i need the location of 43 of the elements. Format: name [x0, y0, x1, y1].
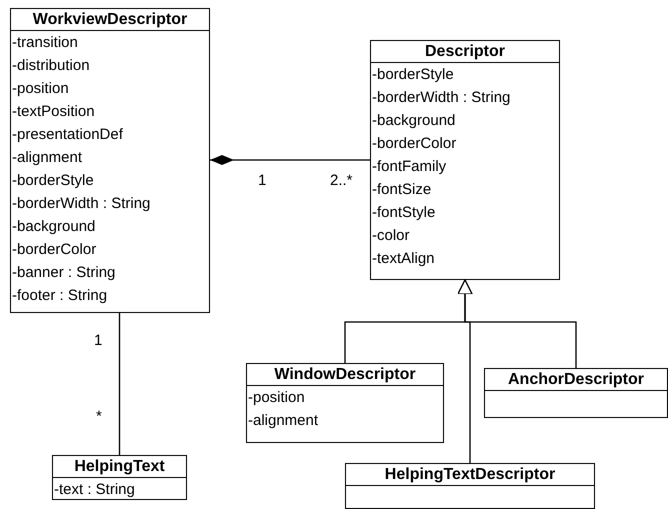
- multiplicity-label: *: [96, 408, 102, 425]
- multiplicity-label: 2..*: [330, 172, 353, 189]
- attribute-text: -borderWidth : String: [12, 195, 150, 212]
- multiplicity-label: 1: [258, 172, 266, 189]
- attribute-text: -borderWidth : String: [372, 89, 510, 106]
- class-name: Descriptor: [424, 43, 506, 60]
- composition-line: [210, 155, 370, 165]
- association-line: [118, 313, 120, 455]
- class-box: [345, 463, 595, 509]
- class-box: [484, 368, 668, 418]
- attribute-text: -distribution: [12, 57, 90, 74]
- class-name: WorkviewDescriptor: [32, 11, 188, 28]
- attribute-text: -position: [248, 389, 305, 406]
- attribute-text: -footer : String: [12, 287, 108, 304]
- attribute-text: -textAlign: [372, 250, 435, 267]
- attribute-text: -background: [372, 112, 456, 129]
- attribute-text: -fontSize: [372, 181, 432, 198]
- attribute-text: -fontStyle: [372, 204, 436, 221]
- attribute-text: -position: [12, 80, 69, 97]
- attribute-text: -text : String: [54, 481, 135, 498]
- multiplicity-label: 1: [94, 332, 102, 349]
- attribute-text: -presentationDef: [12, 126, 123, 143]
- attribute-text: -alignment: [248, 412, 318, 429]
- attribute-text: -textPosition: [12, 103, 95, 120]
- class-name: HelpingText: [74, 458, 165, 475]
- class-box: [10, 8, 210, 313]
- class-box: [370, 40, 560, 280]
- attribute-text: -background: [12, 218, 96, 235]
- attribute-text: -borderColor: [12, 241, 96, 258]
- attribute-text: -color: [372, 227, 410, 244]
- class-name: HelpingTextDescriptor: [384, 466, 556, 483]
- attribute-text: -banner : String: [12, 264, 116, 281]
- attribute-text: -alignment: [12, 149, 82, 166]
- class-name: AnchorDescriptor: [508, 371, 644, 388]
- class-box: [246, 363, 444, 443]
- class-box: [52, 455, 187, 500]
- generalization-arrow: [457, 279, 473, 463]
- attribute-text: -borderStyle: [372, 66, 454, 83]
- attribute-text: -transition: [12, 34, 78, 51]
- attribute-text: -borderStyle: [12, 172, 94, 189]
- class-name: WindowDescriptor: [274, 366, 416, 383]
- attribute-text: -fontFamily: [372, 158, 446, 175]
- attribute-text: -borderColor: [372, 135, 456, 152]
